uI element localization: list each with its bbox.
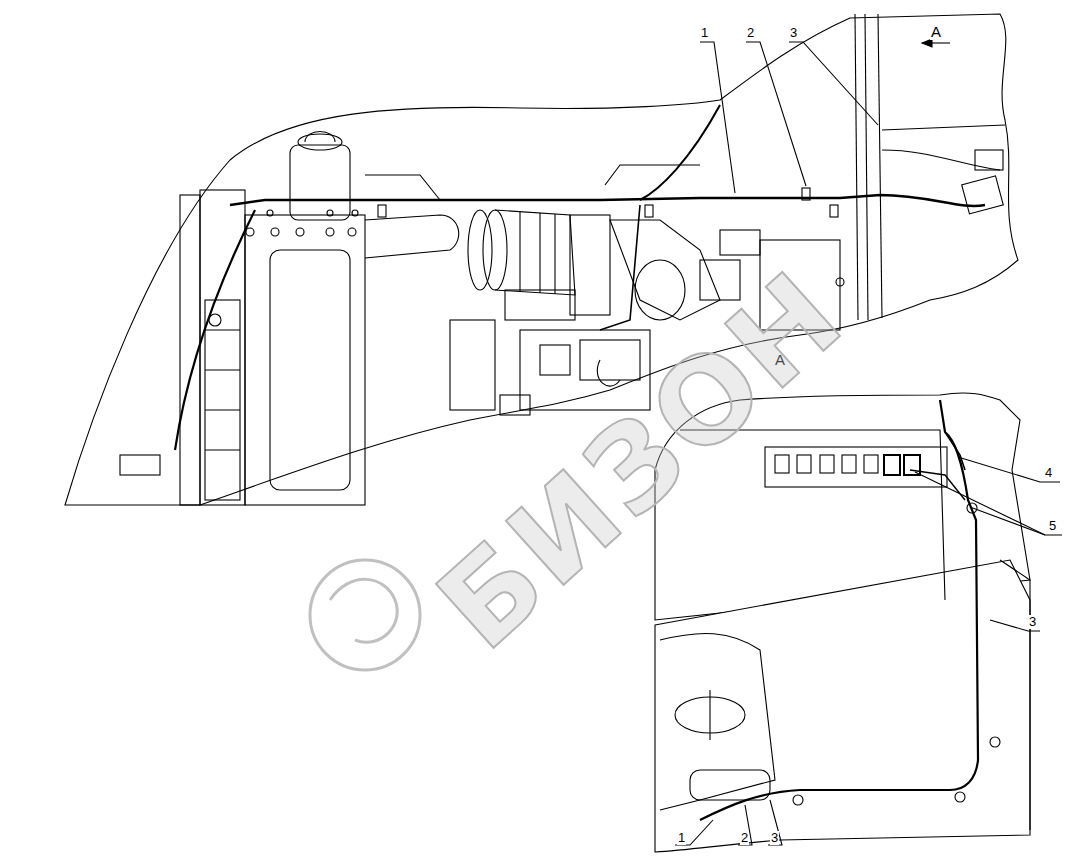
callout-number: 1 bbox=[677, 831, 686, 845]
callout-number: 5 bbox=[1048, 519, 1057, 533]
callout-number: 3 bbox=[789, 26, 798, 40]
view-label: А bbox=[930, 24, 942, 40]
callout-number: 4 bbox=[1044, 466, 1053, 480]
callout-number: 2 bbox=[740, 831, 749, 845]
callout-number: 3 bbox=[1028, 615, 1037, 629]
callout-number: 3 bbox=[770, 831, 779, 845]
callout-number: 1 bbox=[700, 26, 709, 40]
callout-number: 2 bbox=[746, 26, 755, 40]
